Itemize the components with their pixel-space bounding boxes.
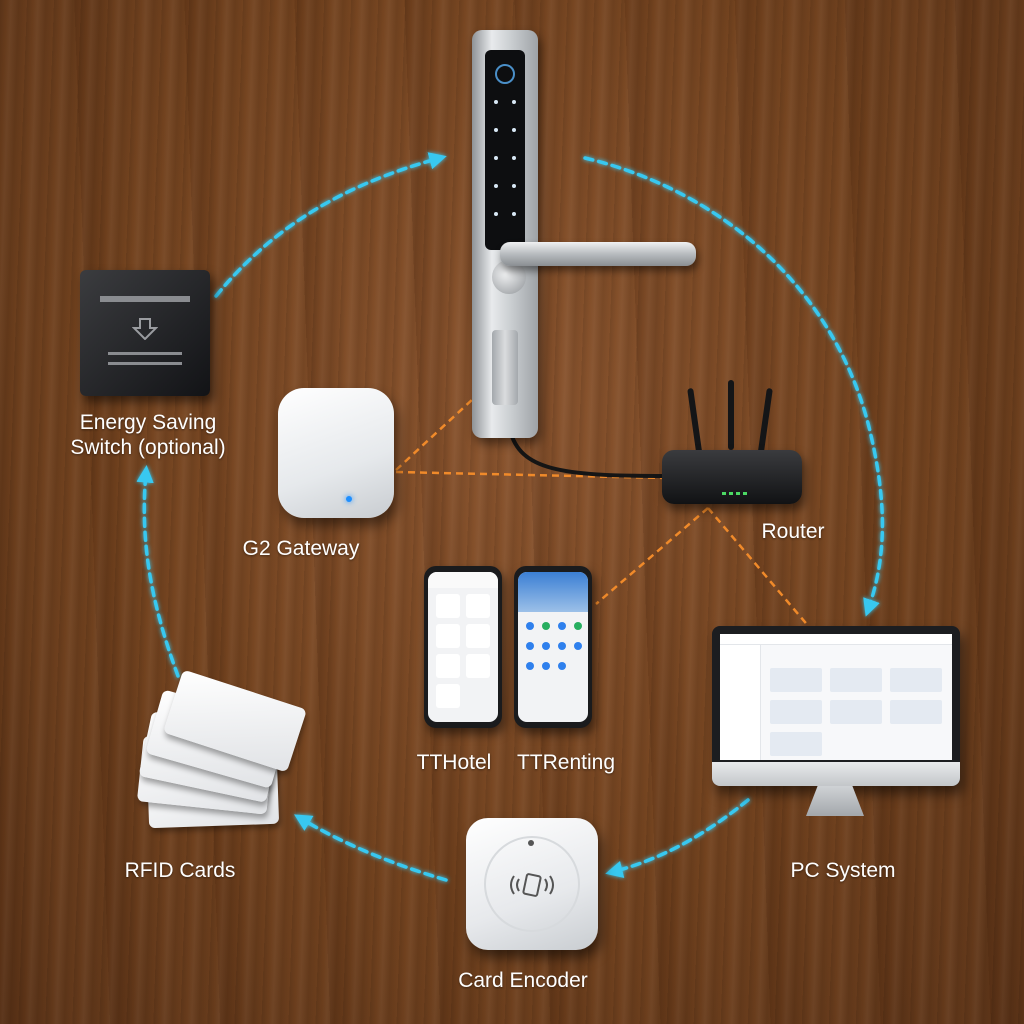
label-ttrenting: TTRenting: [516, 751, 616, 774]
app-icon: [558, 662, 566, 670]
key-dot: [512, 156, 516, 160]
key-dot: [512, 184, 516, 188]
insert-arrow-icon: [132, 318, 158, 340]
monitor-stand: [806, 786, 864, 816]
dashboard-tile: [830, 668, 882, 692]
app-tile: [466, 594, 490, 618]
app-tile: [466, 654, 490, 678]
key-dot: [494, 184, 498, 188]
app-icon: [558, 622, 566, 630]
edge-switch-to-lock: [214, 152, 447, 298]
app-icon: [526, 622, 534, 630]
label-pc-system: PC System: [790, 859, 896, 882]
label-g2-gateway: G2 Gateway: [242, 537, 360, 560]
app-icon: [574, 642, 582, 650]
router-antenna: [728, 380, 734, 450]
card-slot: [100, 296, 190, 302]
fingerprint-icon: [495, 64, 515, 84]
nfc-icon: [510, 873, 554, 897]
app-icon: [542, 622, 550, 630]
key-dot: [512, 128, 516, 132]
label-router: Router: [761, 520, 825, 543]
key-dot: [494, 128, 498, 132]
app-tile: [436, 624, 460, 648]
edge-encoder-to-cards: [293, 814, 448, 882]
dashboard-tile: [890, 668, 942, 692]
label-tthotel: TTHotel: [416, 751, 492, 774]
pc-monitor: [712, 626, 960, 786]
edge-router-to-pc: [707, 507, 811, 629]
lock-handle: [500, 242, 696, 266]
status-led: [528, 840, 534, 846]
phone-ttrenting: [514, 566, 592, 728]
edge-gateway-to-router: [395, 470, 665, 480]
lock-cylinder: [492, 330, 518, 405]
dashboard-tile: [770, 732, 822, 756]
reader-ring: [484, 836, 580, 932]
app-tile: [466, 624, 490, 648]
g2-gateway: [278, 388, 394, 518]
app-header: [428, 572, 498, 588]
card-encoder: [466, 818, 598, 950]
app-topbar: [720, 634, 952, 645]
app-banner: [518, 572, 588, 612]
dashboard-tile: [830, 700, 882, 724]
router-cable: [508, 429, 665, 478]
smart-lock: [472, 30, 538, 438]
key-dot: [494, 100, 498, 104]
label-card-encoder: Card Encoder: [458, 969, 588, 992]
edge-pc-to-encoder: [605, 798, 750, 878]
edge-gateway-to-lock: [395, 397, 475, 471]
app-icon: [574, 622, 582, 630]
label-energy-switch: Energy Saving Switch (optional): [70, 411, 226, 459]
router-leds: [722, 492, 748, 495]
lock-keypad: [485, 50, 525, 250]
status-led: [346, 496, 352, 502]
pc-screen: [720, 634, 952, 760]
key-dot: [494, 212, 498, 216]
dashboard-tile: [770, 700, 822, 724]
phone-screen: [428, 572, 498, 722]
phone-screen: [518, 572, 588, 722]
edge-router-to-phone: [595, 507, 709, 605]
edge-lock-to-pc: [583, 156, 885, 617]
app-tile: [436, 654, 460, 678]
app-icon: [526, 662, 534, 670]
app-tile: [436, 594, 460, 618]
key-dot: [512, 212, 516, 216]
switch-print: [108, 352, 182, 355]
dashboard-tile: [890, 700, 942, 724]
app-icon: [542, 662, 550, 670]
dashboard-tile: [770, 668, 822, 692]
phone-tthotel: [424, 566, 502, 728]
label-rfid-cards: RFID Cards: [124, 859, 236, 882]
key-dot: [512, 100, 516, 104]
edge-cards-to-switch: [136, 465, 180, 678]
app-icon: [542, 642, 550, 650]
app-icon: [558, 642, 566, 650]
router: [662, 450, 802, 504]
switch-print: [108, 362, 182, 365]
app-tile: [436, 684, 460, 708]
key-dot: [494, 156, 498, 160]
monitor-chin: [712, 762, 960, 786]
app-sidebar: [720, 645, 761, 760]
energy-switch: [80, 270, 210, 396]
app-icon: [526, 642, 534, 650]
